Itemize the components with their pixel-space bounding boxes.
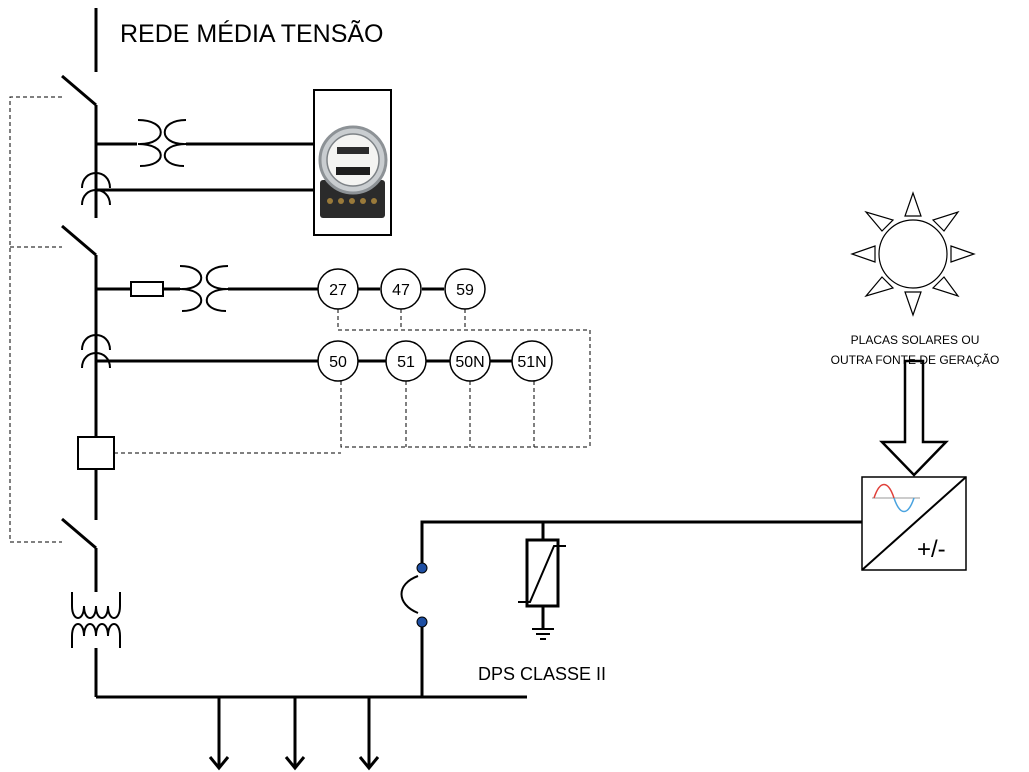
solar-label-line1: PLACAS SOLARES OU: [851, 333, 980, 347]
power-transformer: [71, 592, 121, 648]
control-wiring: [9, 96, 591, 543]
sun-icon: [850, 191, 976, 317]
disconnect-switch-fuse: [400, 562, 428, 628]
relay-27: 27: [317, 268, 359, 310]
energy-meter: [313, 89, 392, 236]
relay-47: 47: [380, 268, 422, 310]
svg-text:47: 47: [392, 282, 410, 299]
metering-current-transformer: [81, 172, 314, 206]
inverter: +/-: [861, 476, 967, 571]
svg-text:27: 27: [329, 282, 347, 299]
relay-51: 51: [385, 340, 427, 382]
generation-feeder: [420, 520, 862, 697]
dps-label: DPS CLASSE II: [478, 664, 606, 684]
sine-wave-red: [873, 483, 895, 499]
metering-potential-transformer: [96, 119, 314, 167]
disconnect-switch-2: [61, 224, 98, 520]
diagram-title: REDE MÉDIA TENSÃO: [120, 19, 384, 48]
sine-wave-blue: [893, 497, 915, 513]
svg-text:59: 59: [456, 282, 474, 299]
solar-label-line2: OUTRA FONTE DE GERAÇÃO: [831, 353, 1000, 367]
svg-text:50N: 50N: [455, 354, 484, 371]
svg-text:51: 51: [397, 354, 415, 371]
relay-51n: 51N: [511, 340, 553, 382]
protection-current-transformer: [81, 334, 318, 369]
svg-text:51N: 51N: [517, 354, 546, 371]
svg-text:50: 50: [329, 354, 347, 371]
load-feeders: [208, 697, 380, 771]
fuse: [130, 281, 164, 297]
relay-59: 59: [444, 268, 486, 310]
protection-potential-transformer: [96, 265, 318, 312]
relay-50: 50: [317, 340, 359, 382]
relay-50n: 50N: [449, 340, 491, 382]
disconnect-switch-1: [61, 74, 98, 218]
inverter-label: +/-: [917, 536, 946, 563]
power-flow-arrow: [879, 359, 949, 477]
disconnect-switch-3: [61, 517, 98, 592]
surge-protector: [518, 538, 566, 640]
circuit-breaker: [77, 436, 115, 470]
